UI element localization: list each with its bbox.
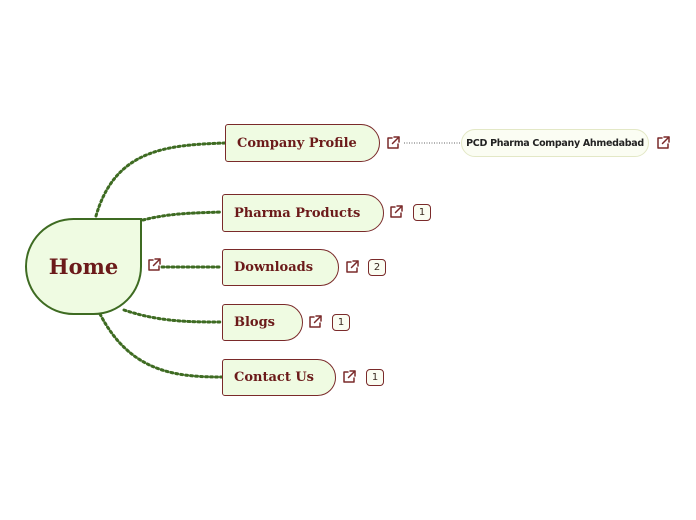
branch-blogs — [122, 308, 224, 324]
topic-label: Blogs — [234, 315, 276, 330]
external-link-icon[interactable] — [341, 369, 357, 385]
child-count-badge[interactable]: 2 — [368, 259, 386, 276]
external-link-icon[interactable] — [388, 204, 404, 220]
root-label: Home — [48, 254, 119, 279]
external-link-icon[interactable] — [146, 257, 162, 273]
external-link-icon[interactable] — [307, 314, 323, 330]
topic-contact-us[interactable]: Contact Us — [222, 359, 336, 396]
external-link-icon[interactable] — [344, 259, 360, 275]
child-count-badge[interactable]: 1 — [413, 204, 431, 221]
child-count-badge[interactable]: 1 — [366, 369, 384, 386]
external-link-icon[interactable] — [385, 135, 401, 151]
child-count-badge[interactable]: 1 — [332, 314, 350, 331]
topic-label: Contact Us — [234, 370, 314, 385]
branch-company-profile — [94, 141, 227, 218]
external-link-icon[interactable] — [655, 135, 671, 151]
branch-contact-us — [98, 312, 224, 379]
topic-downloads[interactable]: Downloads — [222, 249, 339, 286]
topic-pharma-products[interactable]: Pharma Products — [222, 194, 384, 232]
topic-label: Pharma Products — [234, 205, 361, 221]
topic-company-profile[interactable]: Company Profile — [225, 124, 380, 162]
topic-blogs[interactable]: Blogs — [222, 304, 303, 341]
topic-label: Company Profile — [237, 135, 357, 151]
topic-label: Downloads — [234, 260, 314, 275]
subtopic-pcd-pharma-company-ahmedabad[interactable]: PCD Pharma Company Ahmedabad — [461, 129, 649, 157]
branch-pharma-products — [141, 210, 224, 222]
subtopic-label: PCD Pharma Company Ahmedabad — [466, 137, 644, 149]
root-node-home[interactable]: Home — [25, 218, 142, 315]
